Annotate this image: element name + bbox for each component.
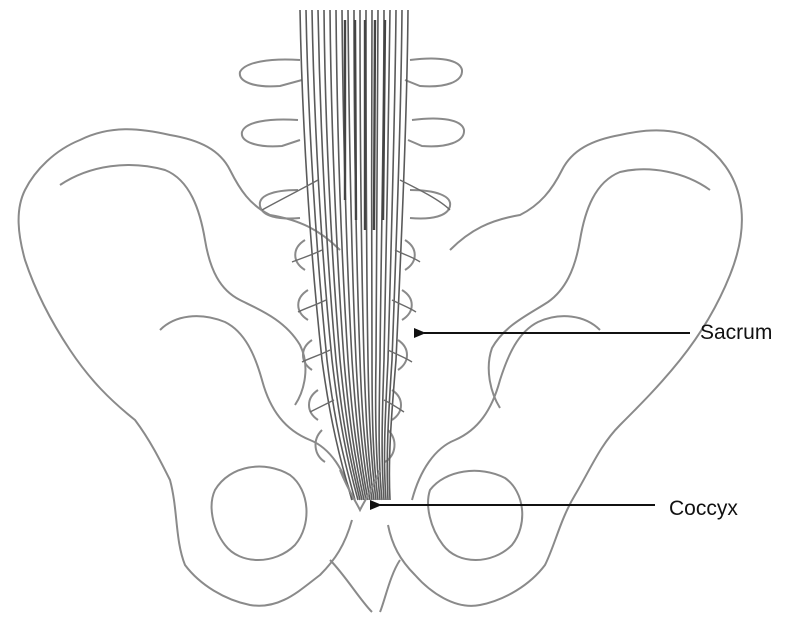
left-obturator-foramen <box>212 467 307 560</box>
right-ilium-inner <box>489 169 710 408</box>
sacrum-label: Sacrum <box>700 322 772 343</box>
coccyx-label: Coccyx <box>669 498 738 519</box>
spinal-nerve-bundle <box>300 10 408 500</box>
pubic-arch <box>330 560 400 612</box>
lumbar-vertebrae <box>240 58 464 218</box>
left-pubic-outline <box>160 316 352 500</box>
right-pubic-outline <box>412 316 600 500</box>
left-ilium-inner <box>60 165 305 405</box>
right-ilium-outline <box>388 130 742 605</box>
right-obturator-foramen <box>428 471 522 560</box>
